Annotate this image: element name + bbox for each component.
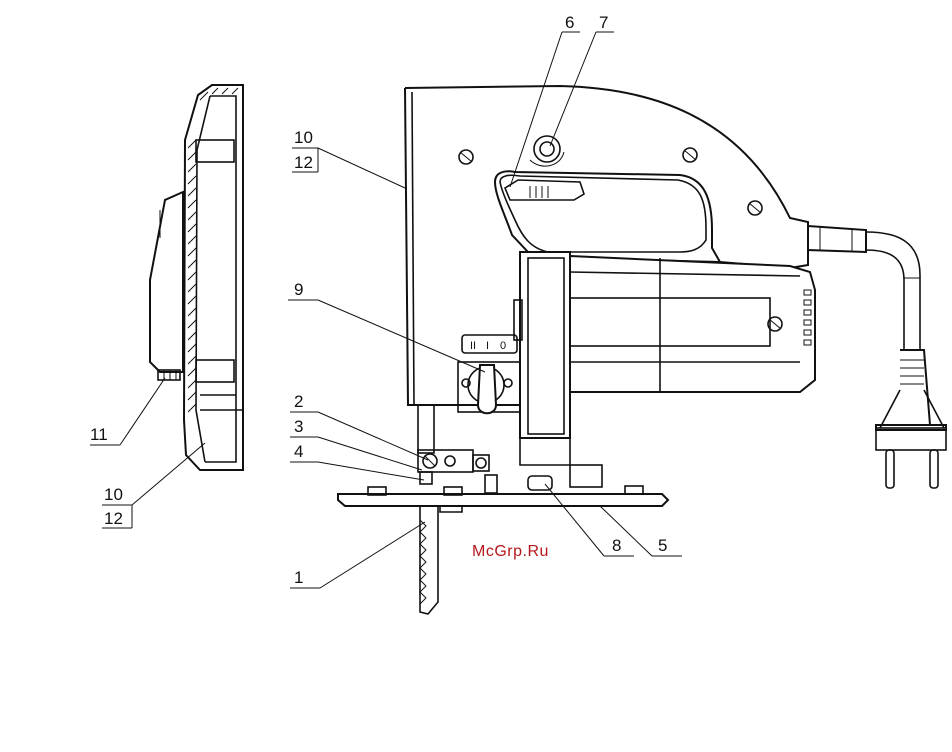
side-view-housing [150, 85, 243, 470]
power-cord [808, 226, 946, 488]
label-8: 8 [612, 536, 621, 555]
switch-mark-0: 0 [500, 340, 506, 352]
label-6: 6 [565, 13, 574, 32]
label-5: 5 [658, 536, 667, 555]
label-3: 3 [294, 417, 303, 436]
label-1: 1 [294, 568, 303, 587]
label-10-top: 10 [294, 128, 313, 147]
label-12-bottom: 12 [104, 509, 123, 528]
base-plate [338, 486, 668, 512]
switch-mark-2: II [470, 340, 476, 352]
label-4: 4 [294, 442, 303, 461]
label-12-top: 12 [294, 153, 313, 172]
label-10-bottom: 10 [104, 485, 123, 504]
saw-blade [420, 506, 438, 614]
label-9: 9 [294, 280, 303, 299]
label-2: 2 [294, 392, 303, 411]
label-11: 11 [90, 425, 108, 444]
blade-guide [418, 405, 602, 493]
motor-housing [514, 252, 815, 438]
switch-mark-1: I [486, 340, 489, 352]
watermark: McGrp.Ru [472, 543, 549, 560]
label-7: 7 [599, 13, 608, 32]
